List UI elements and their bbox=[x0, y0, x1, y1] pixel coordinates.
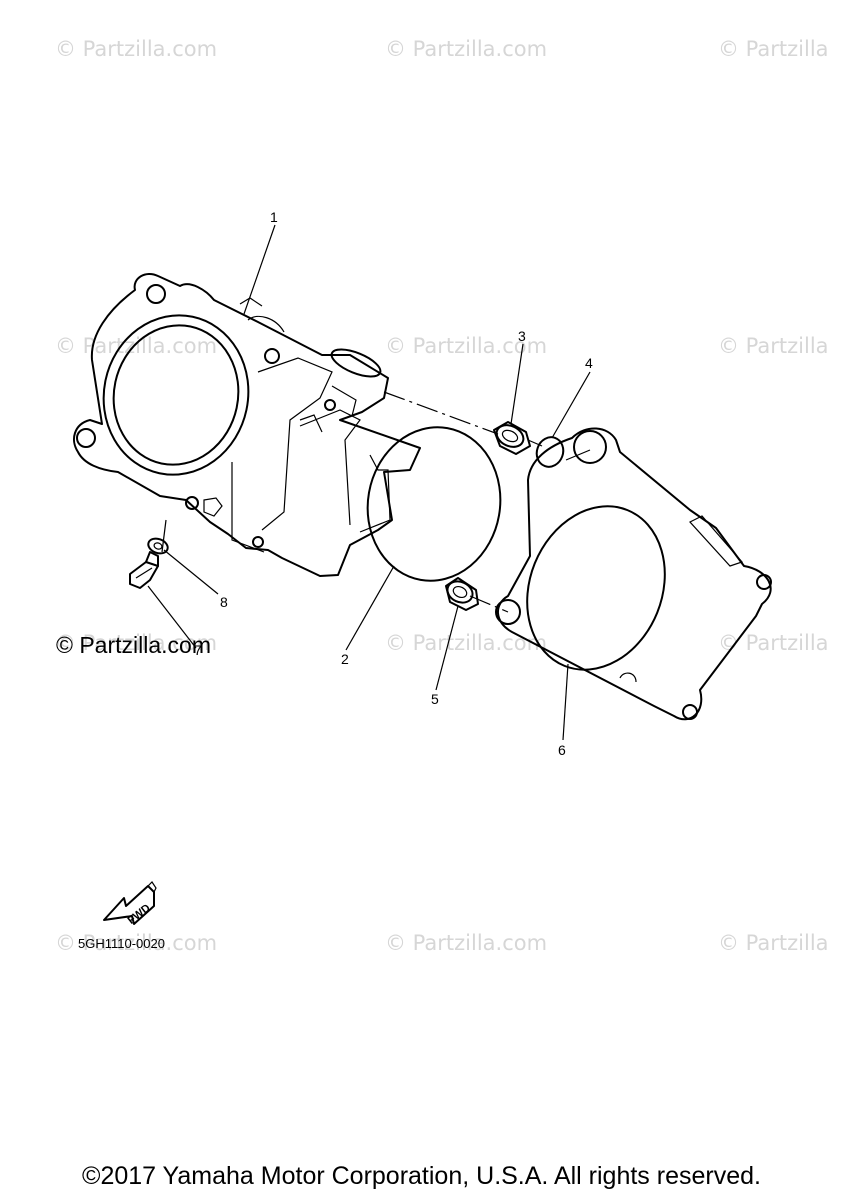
callout-numbers: 1 2 3 4 5 6 7 8 bbox=[194, 209, 593, 758]
assembly-lines bbox=[161, 391, 591, 613]
watermark: © Partzilla.com bbox=[55, 631, 217, 655]
watermark: © Partzilla bbox=[718, 37, 829, 61]
copyright-notice: ©2017 Yamaha Motor Corporation, U.S.A. A… bbox=[82, 1162, 761, 1190]
brand-mark: © Partzilla.com bbox=[56, 632, 211, 658]
diagram-code: 5GH1110-0020 bbox=[78, 936, 165, 951]
watermark: © Partzilla.com bbox=[385, 631, 547, 655]
part-dowel-pin-lower bbox=[445, 577, 479, 611]
callout-7: 7 bbox=[194, 642, 202, 658]
callout-5: 5 bbox=[431, 691, 439, 707]
callout-4: 4 bbox=[585, 355, 593, 371]
watermark: © Partzilla bbox=[718, 334, 829, 358]
part-cylinder-block bbox=[73, 272, 421, 577]
fwd-label: FWD bbox=[126, 902, 153, 927]
part-dowel-pin-upper bbox=[493, 421, 531, 455]
part-washer bbox=[147, 537, 169, 555]
leader-lines bbox=[147, 224, 591, 741]
callout-3: 3 bbox=[518, 328, 526, 344]
part-cylinder-gasket bbox=[495, 427, 772, 721]
watermark: © Partzilla.com bbox=[55, 37, 217, 61]
callout-2: 2 bbox=[341, 651, 349, 667]
part-bolt bbox=[129, 551, 159, 589]
watermark: © Partzilla.com bbox=[385, 37, 547, 61]
watermark: © Partzilla.com bbox=[385, 931, 547, 955]
watermark: © Partzilla.com bbox=[55, 334, 217, 358]
watermark: © Partzilla.com bbox=[385, 334, 547, 358]
callout-8: 8 bbox=[220, 594, 228, 610]
fwd-arrow-icon: FWD bbox=[103, 881, 157, 927]
watermark: © Partzilla.com bbox=[55, 931, 217, 955]
callout-1: 1 bbox=[270, 209, 278, 225]
part-gasket-circle bbox=[366, 426, 502, 582]
watermark: © Partzilla bbox=[718, 931, 829, 955]
part-o-ring bbox=[535, 436, 565, 468]
callout-6: 6 bbox=[558, 742, 566, 758]
watermark-layer: © Partzilla.com © Partzilla.com © Partzi… bbox=[55, 37, 829, 955]
